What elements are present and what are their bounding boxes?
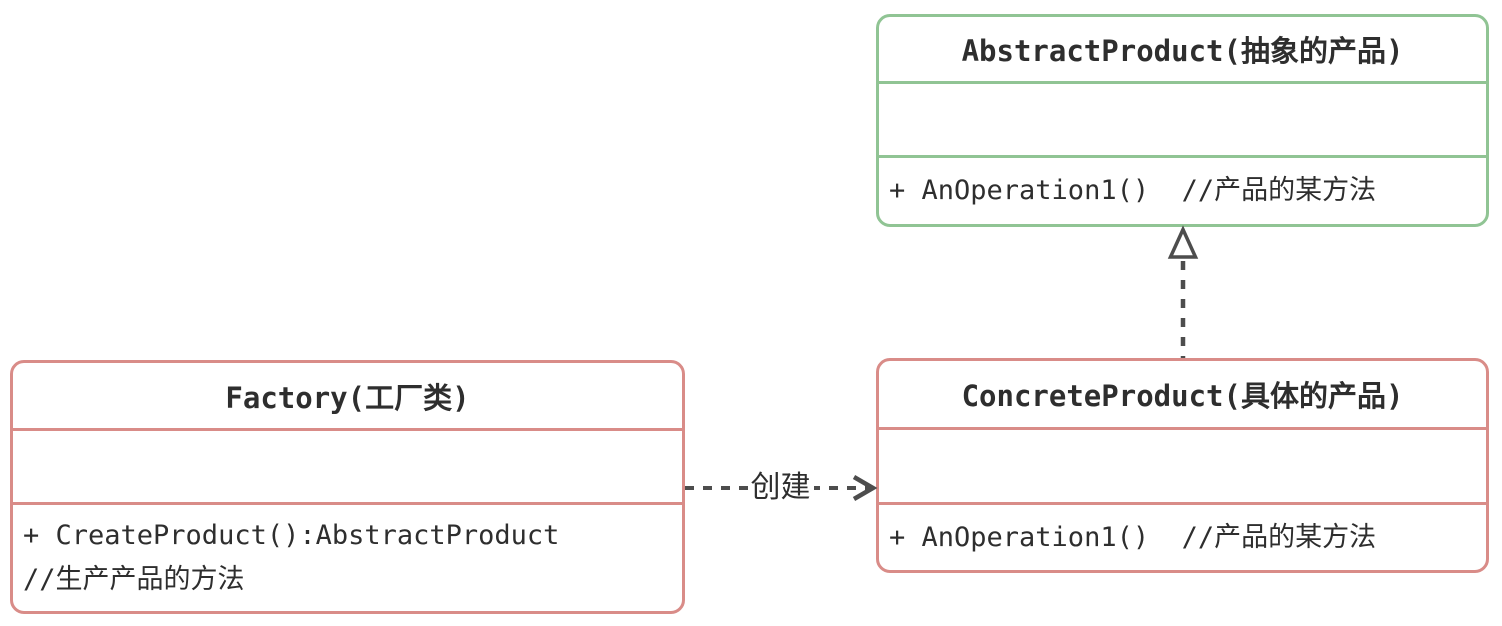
class-title-factory: Factory(工厂类): [225, 380, 470, 415]
dependency-label-container: 创建: [685, 470, 876, 506]
class-box-abstract-product: AbstractProduct(抽象的产品) + AnOperation1() …: [876, 14, 1489, 227]
class-methods-factory: + CreateProduct():AbstractProduct //生产产品…: [13, 505, 682, 611]
open-arrowhead-icon: [852, 475, 878, 501]
hollow-triangle-arrowhead-icon: [1167, 225, 1199, 259]
class-attributes-concrete-product: [879, 427, 1486, 505]
method-line: //生产产品的方法: [23, 564, 245, 595]
class-box-concrete-product: ConcreteProduct(具体的产品) + AnOperation1() …: [876, 358, 1489, 573]
realization-arrow: [1167, 225, 1199, 358]
class-methods-abstract-product: + AnOperation1() //产品的某方法: [879, 158, 1486, 224]
method-line: + AnOperation1() //产品的某方法: [889, 521, 1377, 553]
class-box-factory: Factory(工厂类) + CreateProduct():AbstractP…: [10, 360, 685, 614]
class-methods-concrete-product: + AnOperation1() //产品的某方法: [879, 505, 1486, 570]
method-line: + AnOperation1() //产品的某方法: [889, 175, 1377, 206]
class-title-abstract-product: AbstractProduct(抽象的产品): [961, 34, 1404, 68]
method-line: + CreateProduct():AbstractProduct: [23, 520, 560, 551]
class-title-concrete-product: ConcreteProduct(具体的产品): [961, 379, 1404, 413]
class-attributes-abstract-product: [879, 81, 1486, 158]
class-attributes-factory: [13, 428, 682, 505]
dependency-label: 创建: [747, 471, 814, 505]
